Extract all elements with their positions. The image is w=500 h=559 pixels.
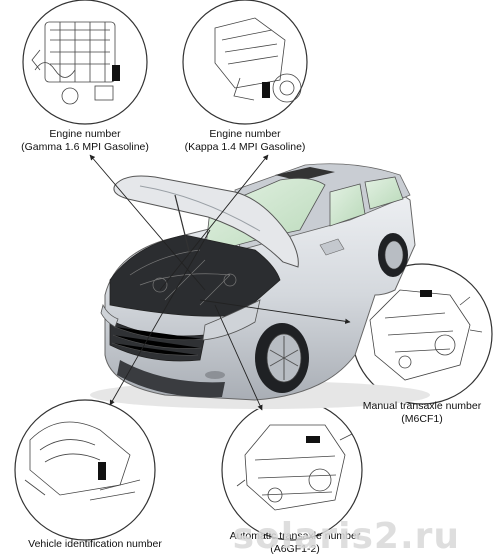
front-wheel [255,323,309,393]
watermark-text: solaris2.ru [232,516,460,557]
engine-kappa-number-marker [262,82,270,98]
engine-gamma-label-line2: (Gamma 1.6 MPI Gasoline) [21,141,149,153]
manual-transaxle-drawing-icon [369,289,483,381]
leader-vin [109,229,211,406]
manual-transaxle-label-line2: (M6CF1) [401,413,443,425]
engine-gamma-detail [22,0,148,125]
engine-gamma-drawing-icon [31,21,116,105]
engine-kappa-label: Engine number (Kappa 1.4 MPI Gasoline) [180,128,310,154]
vin-label-line1: Vehicle identification number [28,538,162,550]
leader-engine-kappa [159,154,269,291]
automatic-transaxle-label-line2: (A6GF1-2) [270,543,320,555]
engine-kappa-detail [182,0,308,125]
leader-engine-gamma [89,154,206,291]
manual-transaxle-label-line1: Manual transaxle number [362,400,482,412]
rear-wheel [378,233,408,277]
vin-label: Vehicle identification number [15,538,175,551]
automatic-transaxle-label-line1: Automatic transaxle number [229,530,361,542]
vin-detail [14,399,156,541]
engine-kappa-label-line1: Engine number [209,128,281,140]
automatic-transaxle-detail [221,399,363,541]
manual-transaxle-number-marker [420,290,432,297]
engine-kappa-label-line2: (Kappa 1.4 MPI Gasoline) [184,141,306,153]
leader-manual-transaxle [199,299,351,324]
engine-gamma-label-line1: Engine number [49,128,121,140]
manual-transaxle-label: Manual transaxle number (M6CF1) [352,400,492,426]
automatic-transaxle-drawing-icon [236,424,353,511]
engine-gamma-number-marker [112,65,120,81]
engine-kappa-drawing-icon [214,17,302,103]
automatic-transaxle-number-marker [306,436,320,443]
vin-marker [98,462,106,480]
leader-lines [89,154,351,411]
leader-automatic-transaxle [214,304,263,411]
automatic-transaxle-label: Automatic transaxle number (A6GF1-2) [225,530,365,556]
car-illustration [90,163,430,409]
vin-seat-floor-drawing-icon [24,421,141,501]
engine-gamma-label: Engine number (Gamma 1.6 MPI Gasoline) [20,128,150,154]
